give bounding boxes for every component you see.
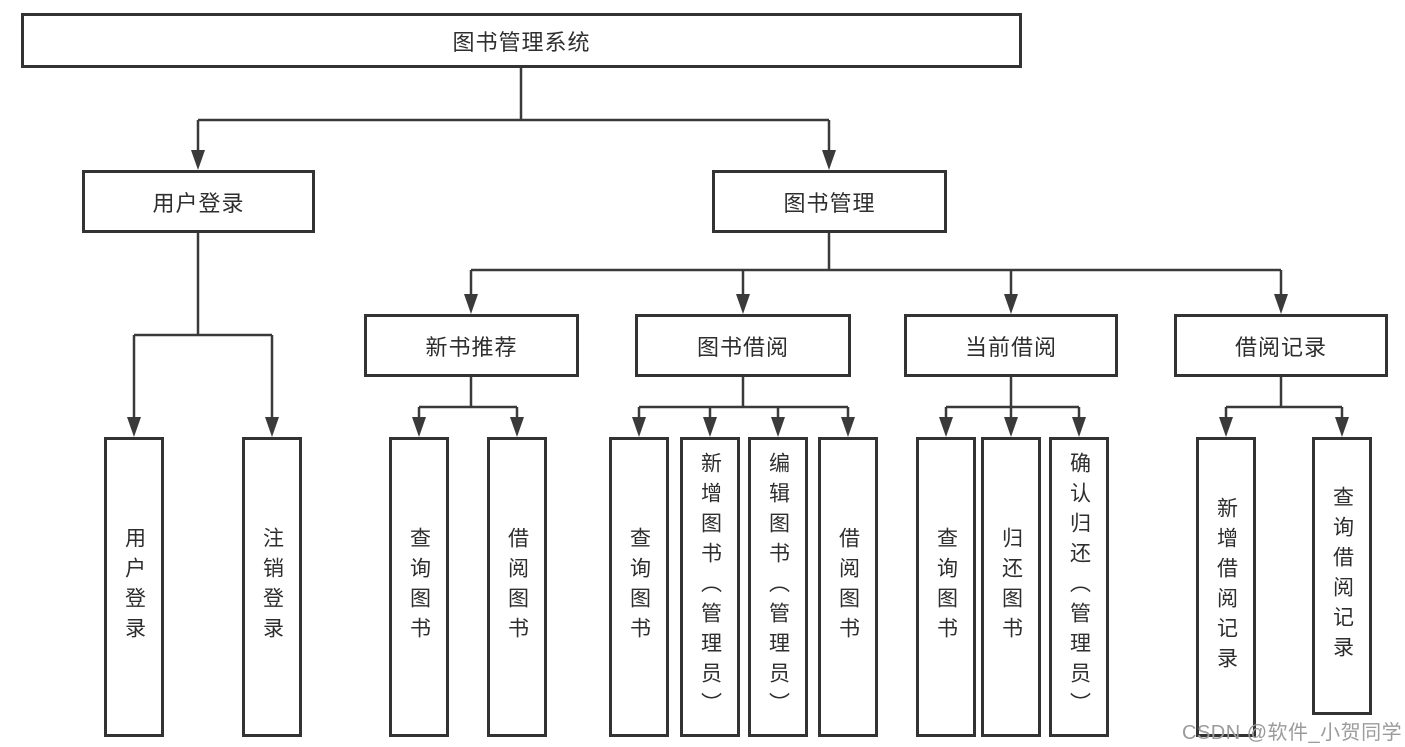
leaf-query-books-borrowing: 查询图书 [609,437,669,737]
leaf-borrow-books: 借阅图书 [818,437,878,737]
watermark: CSDN @软件_小贺同学 [1182,722,1403,744]
arrowheads [127,150,1349,437]
leaf-add-borrow-record-label: 新增借阅记录 [1214,497,1238,677]
leaf-confirm-return-admin-label: 确认归还（管理员） [1067,452,1091,722]
node-root-system-label: 图书管理系统 [452,29,591,55]
leaf-query-books-recommend: 查询图书 [389,437,449,737]
leaf-borrow-books-label: 借阅图书 [836,527,860,647]
leaf-add-books-admin-label: 新增图书（管理员） [698,452,722,722]
leaf-return-books-label: 归还图书 [999,527,1023,647]
leaf-borrow-books-recommend: 借阅图书 [487,437,547,737]
leaf-confirm-return-admin: 确认归还（管理员） [1049,437,1109,737]
leaf-edit-books-admin-label: 编辑图书（管理员） [766,452,790,722]
leaf-add-books-admin: 新增图书（管理员） [680,437,740,737]
node-user-login: 用户登录 [82,170,315,233]
leaf-logout-label: 注销登录 [260,527,284,647]
leaf-user-login: 用户登录 [104,437,164,737]
node-root-system: 图书管理系统 [21,13,1022,68]
node-book-borrowing: 图书借阅 [635,314,851,377]
leaf-query-books-borrowing-label: 查询图书 [627,527,651,647]
node-book-management-label: 图书管理 [783,190,876,216]
node-new-book-recommend: 新书推荐 [364,314,579,377]
node-current-borrowing: 当前借阅 [904,314,1118,377]
leaf-query-books-recommend-label: 查询图书 [407,527,431,647]
node-book-borrowing-label: 图书借阅 [696,334,789,360]
leaf-query-books-current: 查询图书 [916,437,976,737]
leaf-query-borrow-record-label: 查询借阅记录 [1330,486,1354,666]
node-book-management: 图书管理 [712,170,947,233]
node-current-borrowing-label: 当前借阅 [964,334,1057,360]
leaf-query-books-current-label: 查询图书 [934,527,958,647]
node-new-book-recommend-label: 新书推荐 [425,334,518,360]
node-borrow-records-label: 借阅记录 [1234,334,1327,360]
node-user-login-label: 用户登录 [152,190,245,216]
leaf-edit-books-admin: 编辑图书（管理员） [748,437,808,737]
leaf-add-borrow-record: 新增借阅记录 [1196,437,1256,737]
leaf-return-books: 归还图书 [981,437,1041,737]
leaf-borrow-books-recommend-label: 借阅图书 [505,527,529,647]
leaf-logout: 注销登录 [242,437,302,737]
leaf-user-login-label: 用户登录 [122,527,146,647]
leaf-query-borrow-record: 查询借阅记录 [1312,437,1372,715]
node-borrow-records: 借阅记录 [1174,314,1388,377]
